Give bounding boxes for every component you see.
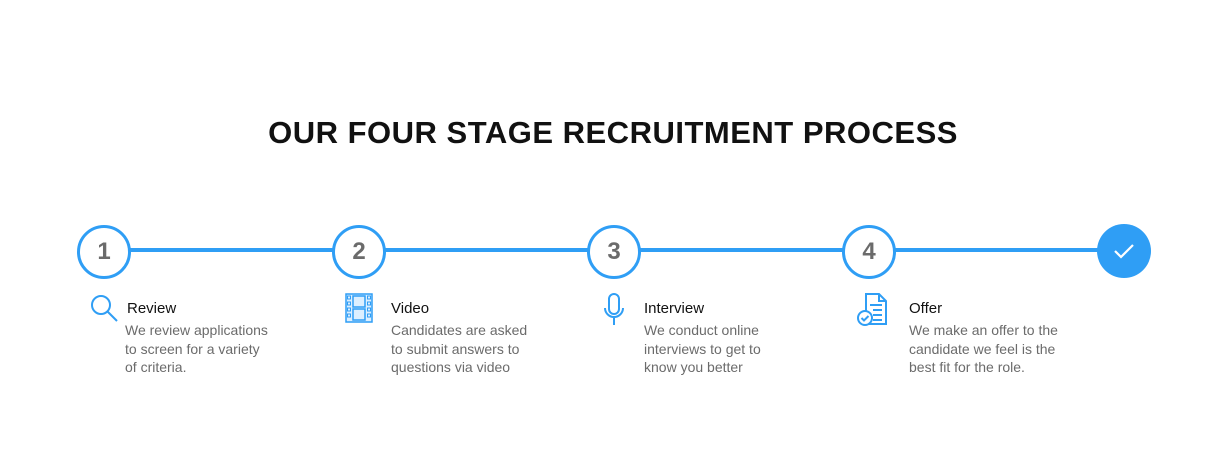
step-2-title: Video [391,300,430,317]
step-4-title: Offer [909,300,943,317]
step-2-circle: 2 [332,225,386,279]
step-3-title: Interview [644,300,705,317]
step-4-circle: 4 [842,225,896,279]
search-icon [91,295,118,322]
checkmark-icon [1114,244,1134,259]
page-title: OUR FOUR STAGE RECRUITMENT PROCESS [268,115,958,150]
final-step-circle [1097,224,1151,278]
step-3-circle: 3 [587,225,641,279]
step-1-circle: 1 [77,225,131,279]
step-1-title: Review [127,300,177,317]
film-icon [345,293,373,323]
microphone-icon [604,293,624,325]
document-check-icon [857,293,887,326]
